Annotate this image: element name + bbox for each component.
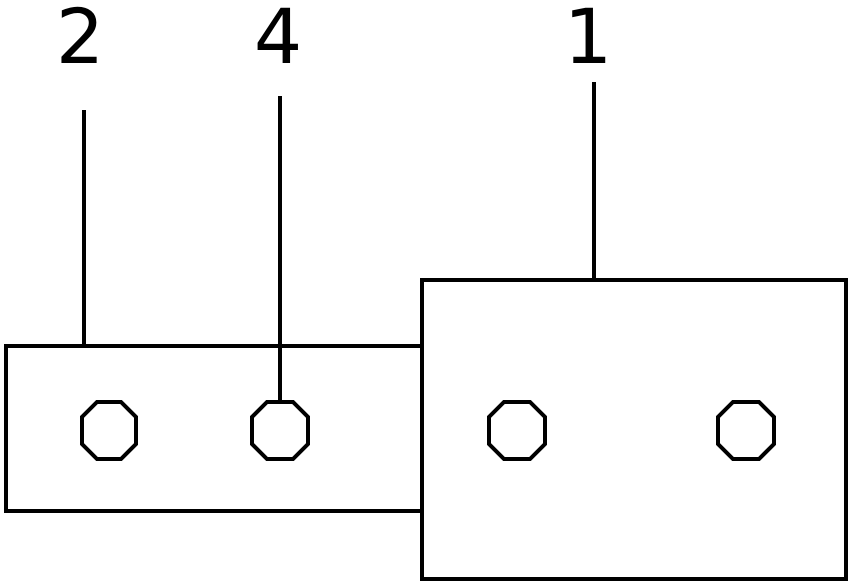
callout-label-2: 2 bbox=[56, 0, 104, 81]
right-block-hole-1 bbox=[487, 400, 547, 461]
callout-label-4: 4 bbox=[254, 0, 302, 81]
left-plate bbox=[4, 344, 424, 513]
hole-4 bbox=[250, 400, 310, 461]
right-block-hole-2 bbox=[716, 400, 776, 461]
left-plate-hole-1 bbox=[80, 400, 138, 461]
callout-label-1: 1 bbox=[564, 0, 612, 81]
right-block bbox=[420, 278, 848, 581]
